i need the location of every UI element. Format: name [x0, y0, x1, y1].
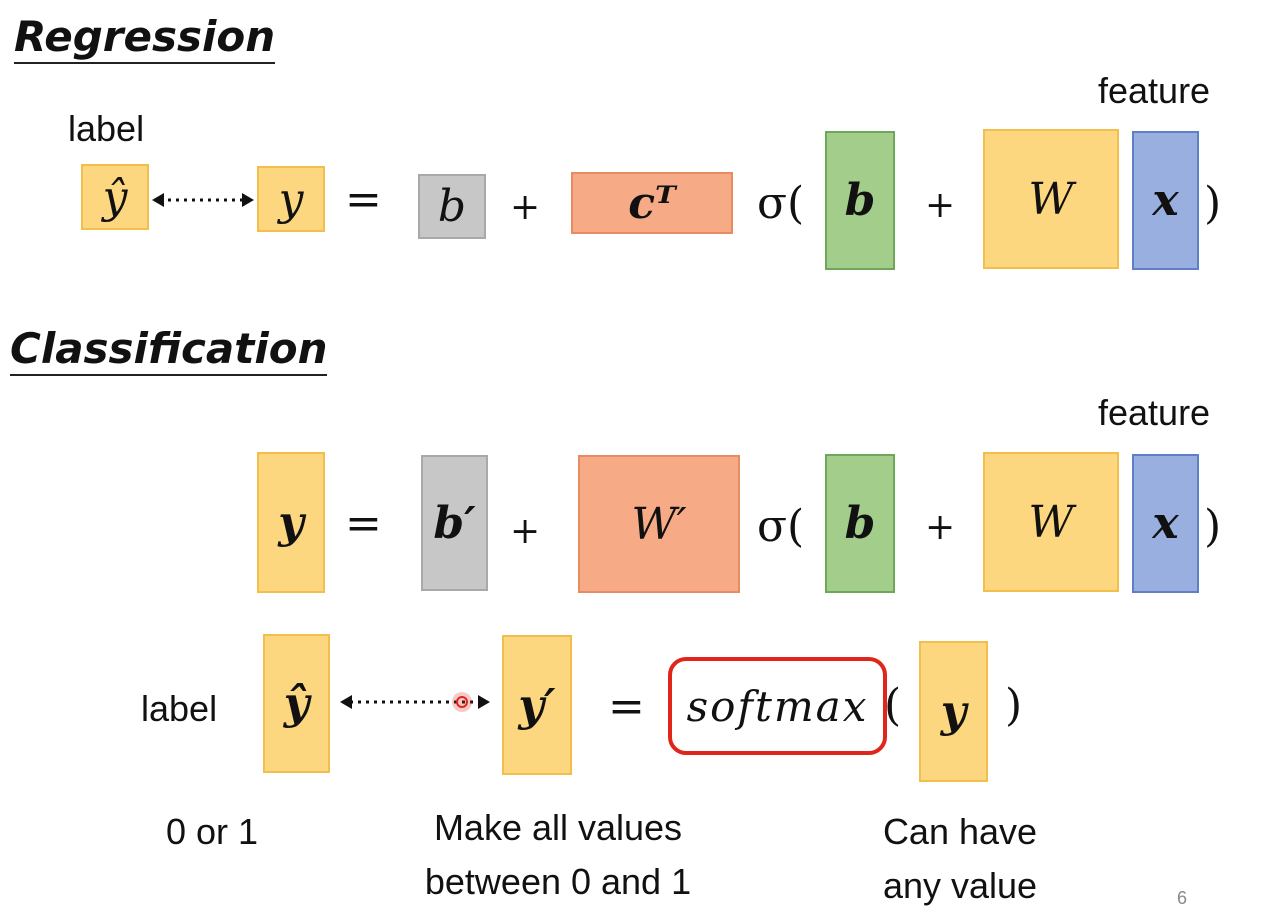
caption-label-range: 0 or 1 [166, 811, 259, 852]
classification-bprime-box: b′ [421, 455, 488, 591]
regression-plus: + [510, 187, 541, 228]
classification-yhat-box: ŷ [263, 634, 330, 773]
classification-Wprime-symbol: W′ [631, 498, 687, 550]
regression-equals: = [345, 174, 382, 225]
regression-y-symbol: y [278, 173, 304, 225]
classification-double-arrow [340, 692, 490, 712]
classification-plus-2: + [925, 507, 956, 548]
softmax-open-paren: ( [884, 680, 902, 731]
classification-bias-symbol: b [844, 498, 876, 549]
classification-softmax-equals: = [608, 681, 645, 732]
classification-x-symbol: x [1152, 498, 1179, 549]
classification-W-symbol: W [1028, 496, 1074, 548]
classification-x-box: x [1132, 454, 1199, 593]
regression-bias-symbol: b [844, 175, 876, 226]
classification-bprime-symbol: b′ [433, 497, 476, 549]
page-number: 6 [1177, 888, 1188, 908]
softmax-highlight-box: softmax [668, 657, 887, 755]
classification-yhat-symbol: ŷ [283, 678, 310, 729]
classification-yprime-symbol: y′ [518, 679, 556, 731]
regression-yhat-box: ŷ [81, 164, 149, 230]
regression-y-box: y [257, 166, 325, 232]
regression-cT-symbol: cᵀ [628, 177, 676, 229]
classification-equals: = [345, 498, 382, 549]
softmax-input-y-box: y [919, 641, 988, 782]
classification-y-symbol: y [278, 497, 304, 548]
classification-sigma-open: σ( [757, 501, 805, 552]
regression-close-paren: ) [1204, 178, 1222, 229]
regression-heading: Regression [14, 13, 276, 65]
classification-Wprime-box: W′ [578, 455, 740, 593]
regression-double-arrow [152, 193, 254, 207]
caption-input-range: Can have any value [882, 811, 1038, 906]
classification-bias-box: b [825, 454, 895, 593]
caption-softmax-effect: Make all values between 0 and 1 [424, 807, 692, 902]
classification-y-box: y [257, 452, 325, 593]
classification-feature-text: feature [1098, 392, 1211, 433]
regression-feature-text: feature [1098, 70, 1211, 111]
regression-cT-box: cᵀ [571, 172, 733, 234]
classification-close-paren: ) [1204, 501, 1222, 552]
classification-yprime-box: y′ [502, 635, 572, 775]
classification-plus: + [510, 511, 541, 552]
softmax-close-paren: ) [1005, 680, 1023, 731]
classification-W-box: W [983, 452, 1119, 592]
regression-bias-box: b [825, 131, 895, 270]
regression-W-box: W [983, 129, 1119, 269]
softmax-text: softmax [686, 681, 869, 731]
regression-x-box: x [1132, 131, 1199, 270]
regression-x-symbol: x [1152, 175, 1179, 226]
regression-W-symbol: W [1028, 173, 1074, 225]
classification-heading: Classification [10, 325, 328, 377]
regression-label-text: label [68, 108, 145, 149]
regression-yhat-symbol: ŷ [102, 171, 128, 223]
regression-sigma-open: σ( [757, 178, 805, 229]
regression-b-box: b [418, 174, 486, 239]
softmax-input-y-symbol: y [940, 686, 967, 737]
regression-plus-2: + [925, 185, 956, 226]
classification-label-text: label [141, 688, 218, 729]
regression-b-symbol: b [437, 181, 467, 232]
